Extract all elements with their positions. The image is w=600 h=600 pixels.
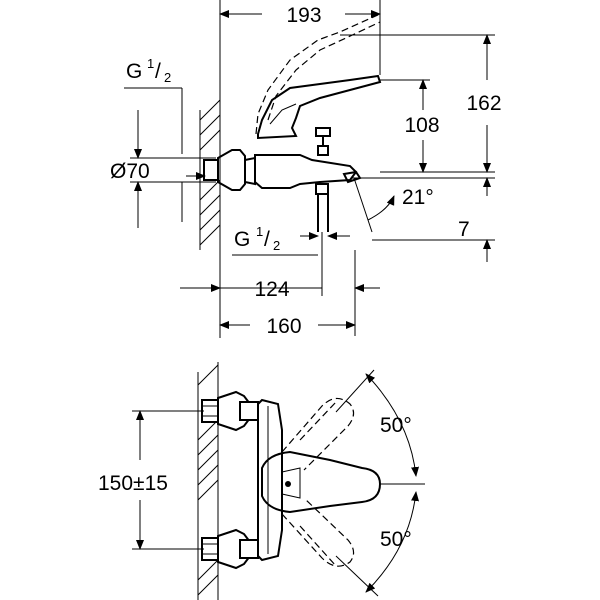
dim-160-label: 160 bbox=[266, 315, 301, 338]
dim-193: 193 bbox=[219, 0, 381, 75]
dim-108-label: 108 bbox=[404, 114, 439, 137]
dim-angle-label: 21° bbox=[402, 186, 434, 209]
dim-160: 160 bbox=[219, 296, 356, 338]
lever-solid bbox=[257, 74, 382, 140]
front-view: 50° 50° 150±15 bbox=[98, 362, 425, 600]
dim-124-label: 124 bbox=[254, 278, 289, 301]
side-view: 193 162 108 G 1 / 2 bbox=[110, 0, 502, 338]
front-lever-solid bbox=[261, 450, 382, 514]
thread-bottom-sub: 2 bbox=[273, 238, 280, 253]
dim-162-label: 162 bbox=[466, 92, 501, 115]
dim-offset: 7 bbox=[372, 177, 495, 262]
angle-arcs: 50° 50° bbox=[335, 369, 425, 597]
dim-centers: 150±15 bbox=[98, 410, 204, 550]
lever-dashed bbox=[255, 13, 381, 135]
front-lever-dashed-up bbox=[281, 397, 355, 471]
dim-162: 162 bbox=[340, 34, 502, 173]
dim-diameter: Ø70 bbox=[110, 157, 216, 228]
thread-top-base: G bbox=[126, 60, 142, 83]
dim-124: 124 bbox=[180, 232, 380, 301]
front-body bbox=[257, 398, 283, 562]
angle-down-label: 50° bbox=[380, 528, 412, 551]
dim-108: 108 bbox=[380, 79, 440, 173]
thread-top-sup: 1 bbox=[147, 56, 154, 71]
dim-193-label: 193 bbox=[286, 4, 321, 27]
dim-diameter-label: Ø70 bbox=[110, 160, 150, 183]
thread-top: G 1 / 2 bbox=[124, 56, 183, 222]
front-connector-top bbox=[201, 390, 259, 432]
front-lever-dashed-down bbox=[281, 497, 355, 567]
dim-offset-label: 7 bbox=[458, 218, 470, 241]
front-connector-bottom bbox=[201, 528, 259, 570]
angle-up-label: 50° bbox=[380, 414, 412, 437]
thread-bottom-sup: 1 bbox=[256, 224, 263, 239]
thread-bottom: G 1 / 2 bbox=[232, 224, 350, 256]
thread-top-slash: / bbox=[155, 60, 161, 83]
wall-hatch-bottom bbox=[197, 362, 219, 600]
dim-angle: 21° bbox=[352, 177, 495, 233]
thread-top-sub: 2 bbox=[164, 70, 171, 85]
thread-bottom-base: G bbox=[234, 228, 250, 251]
wall-hatch-top bbox=[199, 0, 221, 338]
thread-bottom-slash: / bbox=[264, 228, 270, 251]
mixer-body bbox=[254, 127, 362, 232]
wall-connector bbox=[203, 149, 256, 191]
dim-centers-label: 150±15 bbox=[98, 472, 168, 495]
